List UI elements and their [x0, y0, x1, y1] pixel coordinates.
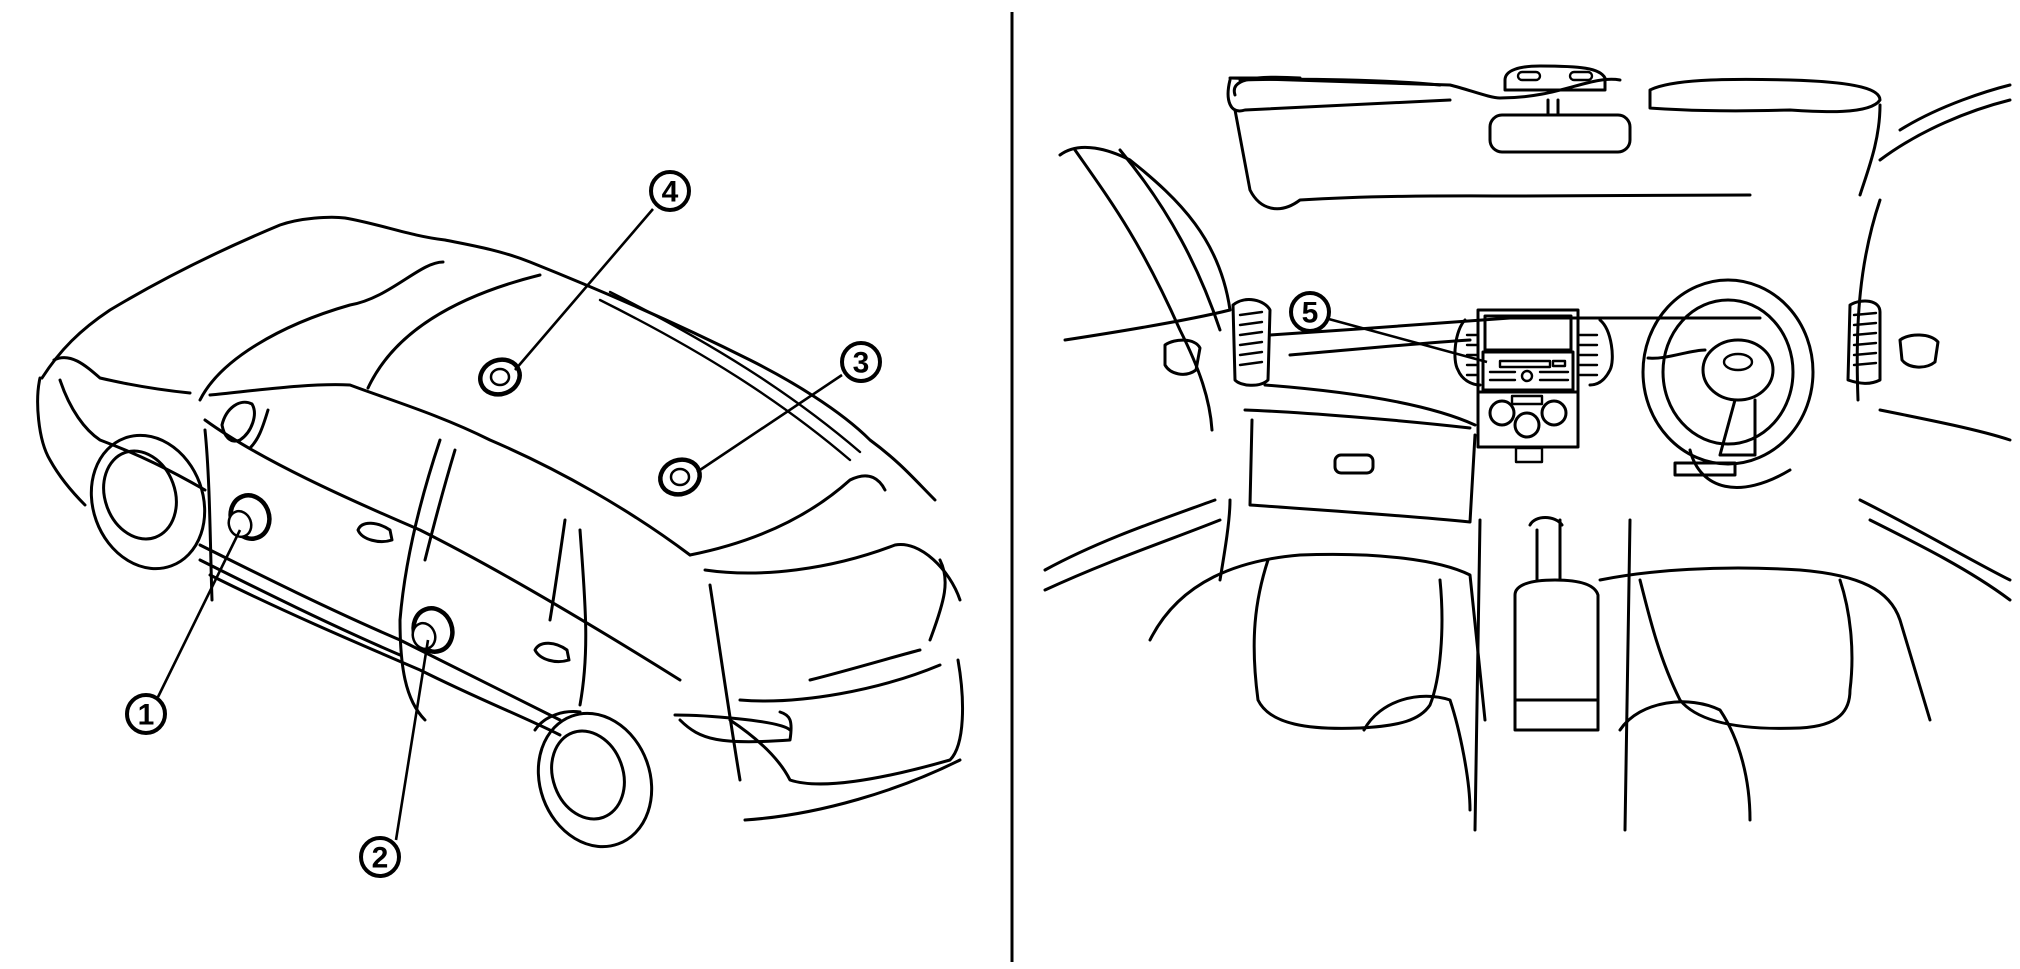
callout-5: 5: [1289, 291, 1331, 333]
callout-2-label: 2: [372, 842, 389, 875]
callout-3: 3: [840, 341, 882, 383]
callout-1: 1: [125, 693, 167, 735]
callout-4-label: 4: [662, 176, 679, 209]
callout-5-label: 5: [1302, 297, 1319, 330]
callout-3-label: 3: [853, 347, 870, 380]
speaker-roof-front-icon: [478, 357, 522, 397]
leader-line-4: [514, 208, 654, 371]
callout-4: 4: [649, 170, 691, 212]
callout-2: 2: [359, 836, 401, 878]
speaker-front-door-icon: [227, 493, 272, 541]
leader-line-3: [696, 373, 843, 474]
audio-unit-face: [1481, 350, 1575, 392]
leader-line-5: [1324, 316, 1488, 364]
speaker-rear-door-icon: [411, 606, 455, 654]
car-interior-drawing: [1043, 64, 2012, 832]
callout-1-label: 1: [138, 699, 155, 732]
leader-line-1: [156, 529, 242, 698]
car-exterior-drawing: [36, 215, 964, 849]
speaker-roof-rear-icon: [658, 457, 702, 497]
leader-line-2: [394, 639, 430, 841]
